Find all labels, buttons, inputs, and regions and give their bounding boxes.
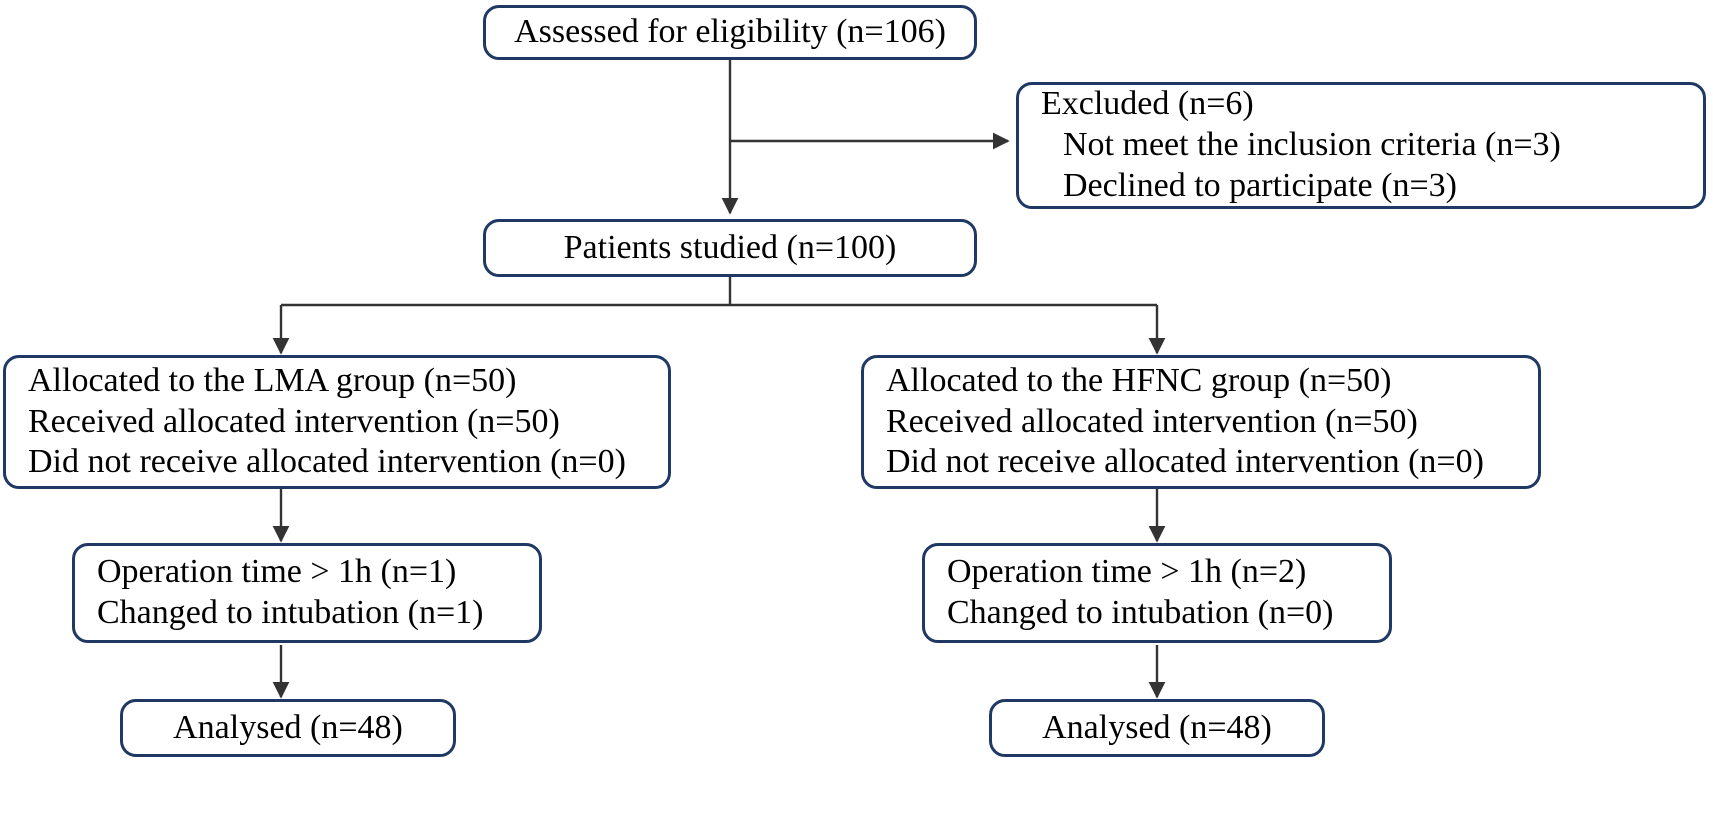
node-line: Changed to intubation (n=1) [97, 594, 484, 631]
node-patients-studied: Patients studied (n=100) [483, 219, 977, 277]
node-line: Not meet the inclusion criteria (n=3) [1063, 126, 1561, 164]
node-hfnc-analysed: Analysed (n=48) [989, 699, 1325, 757]
node-line: Operation time > 1h (n=2) [947, 553, 1307, 591]
node-line: Declined to participate (n=3) [1063, 166, 1457, 204]
node-line: Excluded (n=6) [1041, 85, 1254, 123]
node-line: Operation time > 1h (n=1) [97, 553, 457, 591]
node-lma-analysed: Analysed (n=48) [120, 699, 456, 757]
node-hfnc-allocated: Allocated to the HFNC group (n=50) Recei… [861, 355, 1541, 489]
node-hfnc-followup-exclusions: Operation time > 1h (n=2) Changed to int… [922, 543, 1392, 643]
node-line: Allocated to the HFNC group (n=50) [886, 361, 1392, 399]
node-line: Did not receive allocated intervention (… [886, 443, 1484, 481]
node-line: Patients studied (n=100) [563, 228, 897, 266]
node-line: Analysed (n=48) [173, 708, 403, 746]
node-excluded: Excluded (n=6) Not meet the inclusion cr… [1016, 82, 1706, 209]
node-line: Allocated to the LMA group (n=50) [28, 361, 517, 399]
node-assessed-for-eligibility: Assessed for eligibility (n=106) [483, 5, 977, 60]
node-line: Received allocated intervention (n=50) [28, 402, 560, 440]
node-line: Did not receive allocated intervention (… [28, 443, 626, 481]
node-line: Analysed (n=48) [1042, 708, 1272, 746]
node-lma-followup-exclusions: Operation time > 1h (n=1) Changed to int… [72, 543, 542, 643]
node-line: Received allocated intervention (n=50) [886, 402, 1418, 440]
node-line: Assessed for eligibility (n=106) [514, 13, 946, 51]
node-line: Changed to intubation (n=0) [947, 594, 1334, 631]
node-lma-allocated: Allocated to the LMA group (n=50) Receiv… [3, 355, 671, 489]
